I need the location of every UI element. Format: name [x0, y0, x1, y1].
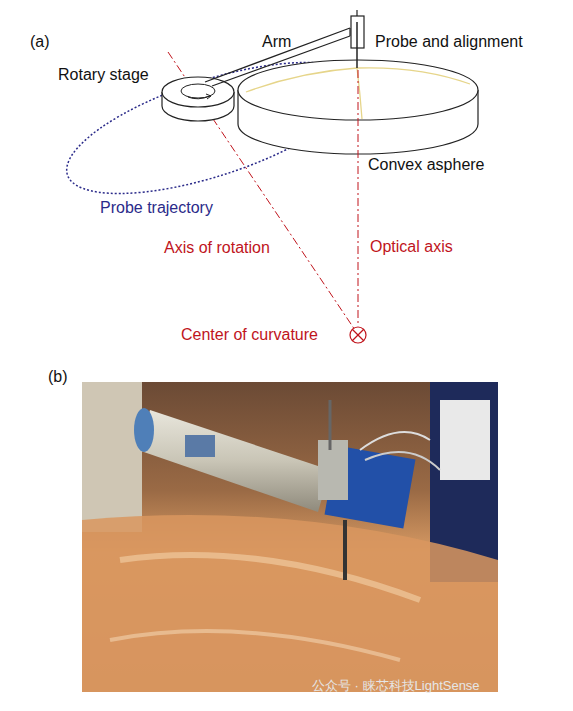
arm — [205, 28, 350, 86]
optical-axis — [358, 70, 359, 326]
axis-label: Axis of rotation — [164, 239, 270, 257]
probe — [351, 10, 364, 68]
photograph — [82, 382, 498, 692]
part-label: Convex asphere — [368, 156, 485, 174]
part-label: Rotary stage — [58, 66, 149, 84]
axis-label: Optical axis — [370, 238, 453, 256]
curvature-center-symbol — [350, 327, 366, 343]
part-label: Arm — [262, 33, 291, 51]
panel-letter: (b) — [48, 368, 68, 386]
path-label: Probe trajectory — [100, 199, 213, 217]
panel-letter: (a) — [30, 33, 50, 51]
part-label: Probe and alignment — [375, 33, 523, 51]
watermark: 公众号 · 睐芯科技LightSense — [312, 677, 480, 695]
point-label: Center of curvature — [181, 326, 318, 344]
rotary-stage — [162, 77, 234, 121]
